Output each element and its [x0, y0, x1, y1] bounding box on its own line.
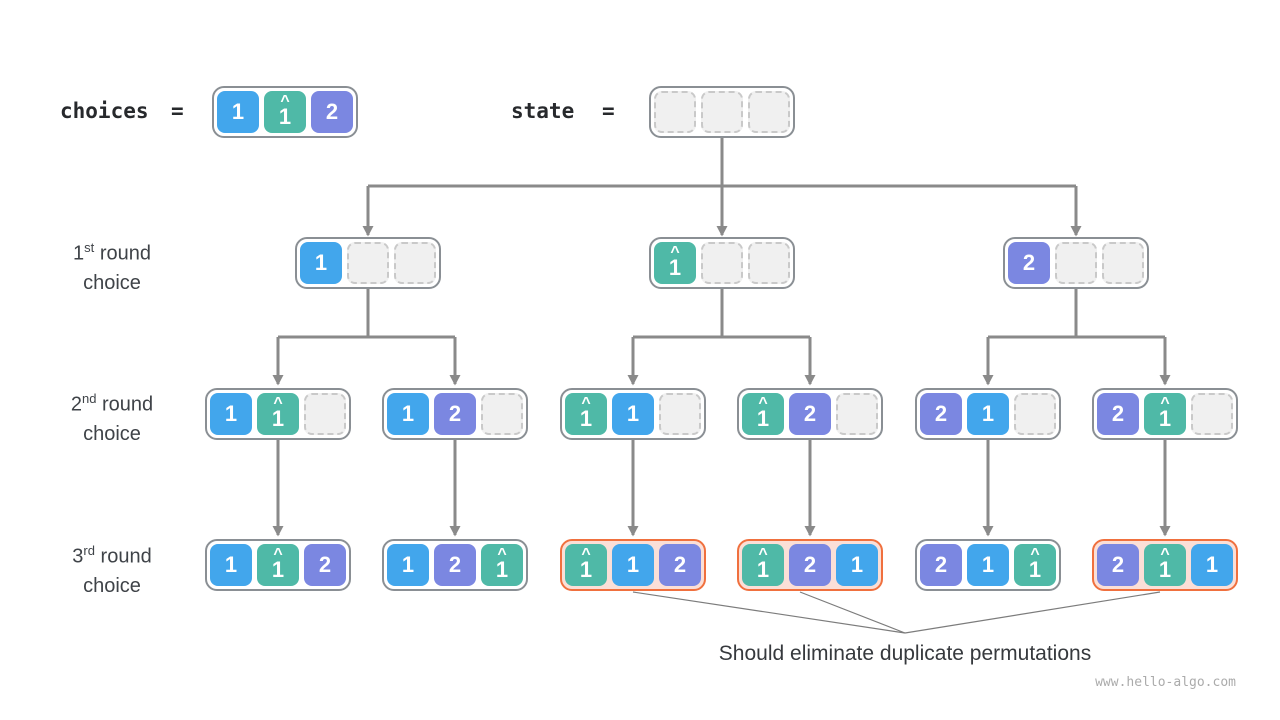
empty-cell — [1102, 242, 1144, 284]
round-2-ordinal-suffix: nd — [81, 391, 97, 406]
value-cell: ^1 — [481, 544, 523, 586]
round1-node-2: ^1 — [649, 237, 795, 289]
round-3-ordinal-suffix: rd — [83, 543, 95, 558]
value-cell: 1 — [967, 544, 1009, 586]
value-cell: 1 — [210, 393, 252, 435]
value-cell: 2 — [434, 544, 476, 586]
value-cell: ^1 — [1014, 544, 1056, 586]
choices-label: choices — [60, 99, 149, 123]
round1-node-1: 1 — [295, 237, 441, 289]
choices-equals-sign: = — [171, 99, 184, 123]
round-2-ordinal: 2 — [70, 393, 82, 416]
round2-node-6: 2^1 — [1092, 388, 1238, 440]
empty-cell — [659, 393, 701, 435]
value-cell: ^1 — [264, 91, 306, 133]
state-array — [649, 86, 795, 138]
value-cell: 2 — [920, 544, 962, 586]
round-1-label: 1st round choice — [32, 233, 192, 298]
empty-cell — [748, 91, 790, 133]
value-cell: 1 — [967, 393, 1009, 435]
round-2-label: 2nd round choice — [32, 384, 192, 449]
value-cell: ^1 — [742, 544, 784, 586]
state-equals-sign: = — [602, 99, 615, 123]
empty-cell — [1191, 393, 1233, 435]
value-cell: ^1 — [565, 544, 607, 586]
value-cell: 1 — [612, 544, 654, 586]
value-cell: 2 — [311, 91, 353, 133]
empty-cell — [394, 242, 436, 284]
empty-cell — [304, 393, 346, 435]
empty-cell — [701, 242, 743, 284]
round-1-label-rest: round — [94, 242, 151, 265]
empty-cell — [701, 91, 743, 133]
round-2-label-line2: choice — [83, 422, 141, 445]
value-cell: 2 — [1097, 544, 1139, 586]
value-cell: 2 — [1008, 242, 1050, 284]
value-cell: ^1 — [742, 393, 784, 435]
level-2-connectors — [272, 289, 1171, 386]
value-cell: 2 — [789, 393, 831, 435]
empty-cell — [836, 393, 878, 435]
caption: Should eliminate duplicate permutations — [718, 642, 1092, 665]
value-cell: 1 — [1191, 544, 1233, 586]
round-3-label-rest: round — [94, 545, 152, 568]
value-cell: ^1 — [257, 393, 299, 435]
round1-node-3: 2 — [1003, 237, 1149, 289]
value-cell: ^1 — [257, 544, 299, 586]
value-cell: 1 — [210, 544, 252, 586]
value-cell: 2 — [1097, 393, 1139, 435]
duplicate-annotation-lines — [632, 591, 1161, 634]
empty-cell — [748, 242, 790, 284]
value-cell: 1 — [300, 242, 342, 284]
empty-cell — [347, 242, 389, 284]
value-cell: 1 — [387, 393, 429, 435]
empty-cell — [481, 393, 523, 435]
value-cell: 2 — [789, 544, 831, 586]
value-cell: 2 — [434, 393, 476, 435]
round-1-ordinal-suffix: st — [84, 240, 95, 255]
value-cell: ^1 — [565, 393, 607, 435]
round-2-label-rest: round — [96, 393, 154, 416]
value-cell: 1 — [217, 91, 259, 133]
value-cell: 2 — [304, 544, 346, 586]
value-cell: ^1 — [1144, 393, 1186, 435]
value-cell: 2 — [659, 544, 701, 586]
state-label: state — [511, 99, 575, 123]
value-cell: 2 — [920, 393, 962, 435]
round-3-label-line2: choice — [83, 574, 141, 597]
value-cell: ^1 — [654, 242, 696, 284]
level-1-connectors — [362, 138, 1082, 237]
empty-cell — [1014, 393, 1056, 435]
round-3-ordinal: 3 — [72, 545, 84, 568]
round-3-label: 3rd round choice — [32, 536, 192, 601]
round-1-ordinal: 1 — [73, 242, 85, 265]
value-cell: 1 — [612, 393, 654, 435]
value-cell: 1 — [387, 544, 429, 586]
round-1-label-line2: choice — [83, 271, 141, 294]
empty-cell — [654, 91, 696, 133]
level-3-connectors — [272, 440, 1171, 537]
value-cell: 1 — [836, 544, 878, 586]
empty-cell — [1055, 242, 1097, 284]
watermark: www.hello-algo.com — [1095, 675, 1236, 690]
value-cell: ^1 — [1144, 544, 1186, 586]
round2-node-1: 1^1 — [205, 388, 351, 440]
